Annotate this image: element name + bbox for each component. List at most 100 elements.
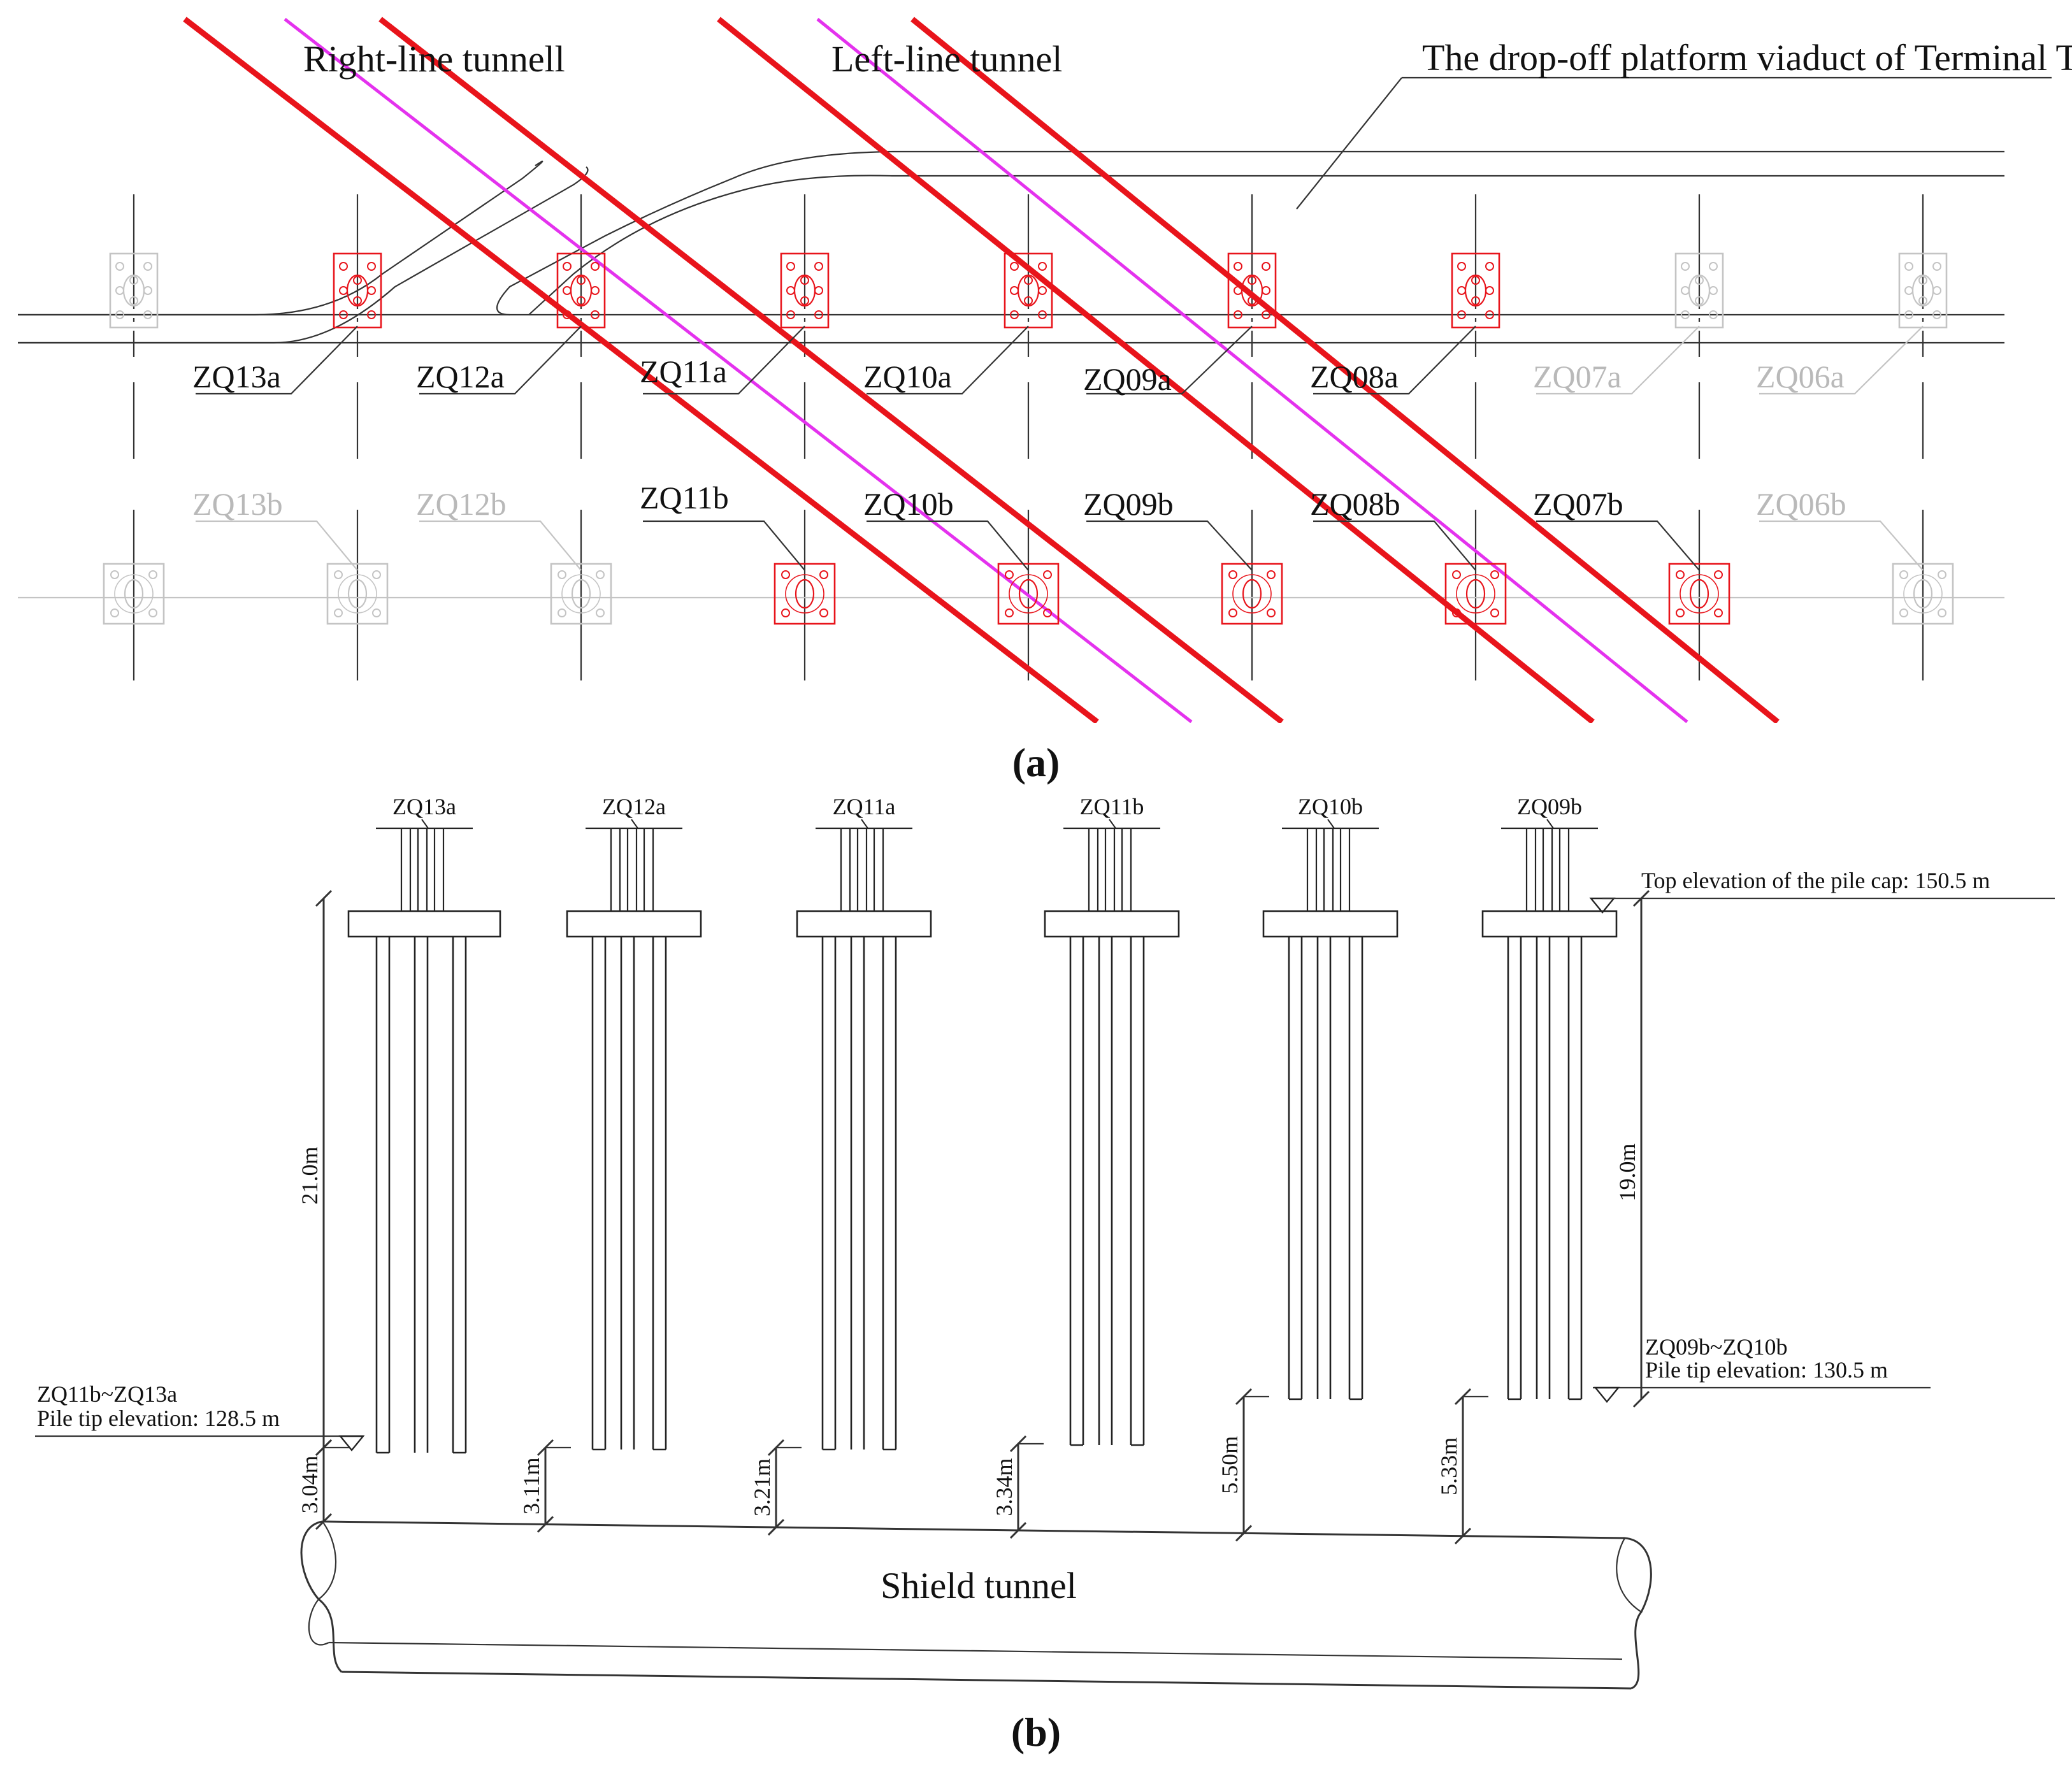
elev-label-zq12a: ZQ12a	[602, 794, 666, 819]
leader-line	[643, 520, 805, 571]
pier-plan-a	[1898, 252, 1948, 329]
clearance-label: 3.34m	[991, 1458, 1017, 1516]
leaders-row-b	[196, 520, 1924, 571]
pier-label-zq08b: ZQ08b	[1310, 486, 1400, 522]
group2-range-label: ZQ09b~ZQ10b	[1645, 1334, 1787, 1360]
clearance-dim: 5.50m	[1217, 1388, 1269, 1542]
pier-plan-a	[1674, 252, 1724, 329]
leader-line	[1086, 520, 1253, 571]
clearance-label: 3.04m	[297, 1456, 322, 1514]
pier-plan-a	[1004, 252, 1053, 329]
caption-b: (b)	[1011, 1709, 1061, 1755]
left-tunnel-centerline	[816, 18, 1688, 723]
pier-plan-b	[1444, 563, 1507, 625]
caption-a: (a)	[1012, 740, 1060, 785]
right-tunnel-outline-1	[183, 17, 1099, 723]
right-tunnel-centerline	[284, 18, 1193, 723]
clearance-dim: 5.33m	[1436, 1388, 1488, 1544]
pier-plan-b	[103, 563, 165, 625]
pier-label-zq07a: ZQ07a	[1533, 359, 1622, 394]
pile-group	[1481, 819, 1618, 1400]
pile-groups	[347, 819, 1618, 1454]
leader-line	[1313, 326, 1476, 395]
pier-label-zq06b: ZQ06b	[1756, 486, 1846, 522]
pier-plan-b	[550, 563, 612, 625]
pile-group	[1262, 819, 1399, 1400]
panel-b-elevation-view: ZQ13a ZQ12a ZQ11a ZQ11b ZQ10b ZQ09b Top …	[35, 794, 2055, 1755]
pier-label-zq09b: ZQ09b	[1083, 486, 1174, 522]
pile-group	[566, 819, 702, 1451]
left-tunnel-outline-2	[910, 17, 1780, 723]
right-line-tunnel-title: Right-line tunnell	[303, 38, 565, 80]
elev-label-zq10b: ZQ10b	[1298, 794, 1363, 819]
leader-line	[419, 520, 582, 571]
group2-tip-annotation: ZQ09b~ZQ10b Pile tip elevation: 130.5 m	[1593, 1334, 1931, 1403]
leader-line	[196, 520, 358, 571]
left-tunnel-outline-1	[717, 17, 1595, 723]
cap-elevation-label: Top elevation of the pile cap: 150.5 m	[1641, 868, 1990, 893]
leader-line	[196, 326, 358, 395]
pier-plan-b	[1221, 563, 1283, 625]
pier-row-b	[103, 563, 1954, 625]
elev-label-zq11b: ZQ11b	[1080, 794, 1144, 819]
elev-label-zq09b: ZQ09b	[1517, 794, 1582, 819]
clearance-label: 3.11m	[519, 1457, 544, 1514]
pier-plan-a	[109, 252, 159, 329]
pier-label-zq06a: ZQ06a	[1756, 359, 1845, 394]
elev-label-zq11a: ZQ11a	[833, 794, 896, 819]
viaduct-title: The drop-off platform viaduct of Termina…	[1422, 37, 2072, 78]
cap-elevation-annotation: Top elevation of the pile cap: 150.5 m	[1589, 868, 2055, 914]
group1-range-label: ZQ11b~ZQ13a	[37, 1381, 177, 1407]
clearance-dimensions: 3.04m 3.11m 3.21m 3.34m 5.50m 5.33m	[297, 1388, 1488, 1544]
leader-line	[1536, 326, 1700, 395]
shield-tunnel-label: Shield tunnel	[881, 1565, 1077, 1606]
shield-tunnel: Shield tunnel	[300, 1520, 1652, 1690]
clearance-dim: 3.34m	[991, 1435, 1044, 1539]
leader-line	[419, 326, 582, 395]
leader-line	[867, 520, 1029, 571]
pier-label-zq10a: ZQ10a	[863, 359, 952, 394]
pier-plan-b	[1668, 563, 1730, 625]
right-tunnel-outline-2	[378, 17, 1284, 723]
pier-label-zq12b: ZQ12b	[416, 486, 507, 522]
leaders-row-a	[196, 326, 1924, 395]
pier-plan-a	[556, 252, 606, 329]
dim-21m: 21.0m	[297, 889, 333, 1457]
left-line-tunnel-title: Left-line tunnel	[831, 38, 1062, 80]
pier-row-a	[109, 252, 1948, 329]
leader-line	[1086, 326, 1253, 395]
clearance-dim: 3.21m	[749, 1439, 802, 1536]
pile-group	[347, 819, 501, 1454]
group1-length-label: 21.0m	[297, 1146, 322, 1204]
panel-a-plan-view: Right-line tunnell Left-line tunnel The …	[18, 17, 2072, 785]
clearance-label: 3.21m	[749, 1458, 775, 1516]
clearance-dim: 3.04m	[297, 1439, 349, 1530]
tunnels	[183, 17, 1780, 723]
pier-label-zq08a: ZQ08a	[1310, 359, 1399, 394]
elev-label-zq13a: ZQ13a	[392, 794, 456, 819]
pier-label-zq10b: ZQ10b	[863, 486, 954, 522]
group1-tip-label: Pile tip elevation: 128.5 m	[37, 1406, 280, 1431]
leader-line	[1313, 520, 1476, 571]
clearance-label: 5.50m	[1217, 1436, 1242, 1494]
pier-plan-b	[1892, 563, 1954, 625]
pier-plan-a	[780, 252, 830, 329]
pier-plan-a	[1227, 252, 1277, 329]
row-a-labels: ZQ13a ZQ12a ZQ11a ZQ10a ZQ09a ZQ08a ZQ07…	[192, 354, 1845, 397]
pier-plan-a	[1451, 252, 1500, 329]
pier-label-zq13a: ZQ13a	[192, 359, 281, 394]
pier-plan-b	[997, 563, 1060, 625]
viaduct-deck-lines	[18, 76, 2052, 599]
pier-label-zq11a: ZQ11a	[640, 354, 727, 389]
leader-line	[1536, 520, 1700, 571]
row-b-labels: ZQ13b ZQ12b ZQ11b ZQ10b ZQ09b ZQ08b ZQ07…	[192, 480, 1846, 522]
pier-label-zq12a: ZQ12a	[416, 359, 505, 394]
group1-tip-annotation: ZQ11b~ZQ13a Pile tip elevation: 128.5 m	[35, 1381, 365, 1451]
group2-tip-label: Pile tip elevation: 130.5 m	[1645, 1357, 1888, 1383]
pier-plan-b	[326, 563, 389, 625]
leader-line	[867, 326, 1029, 395]
pier-label-zq09a: ZQ09a	[1083, 361, 1172, 397]
leader-line	[1759, 520, 1924, 571]
leader-line	[643, 326, 805, 395]
